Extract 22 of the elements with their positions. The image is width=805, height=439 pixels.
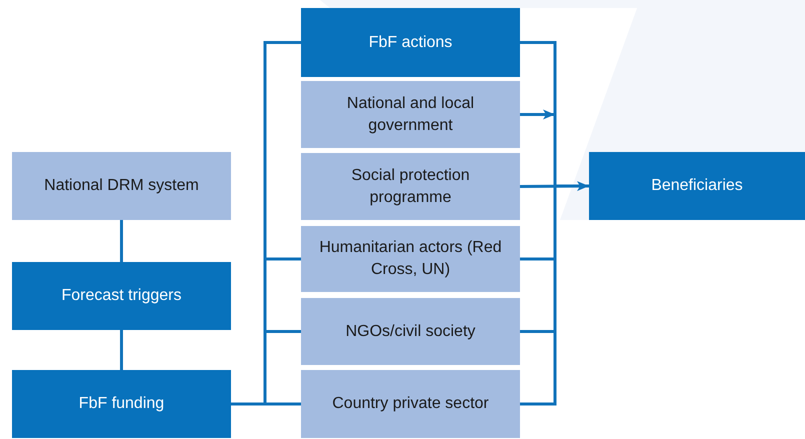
box-label: National and local government bbox=[346, 94, 476, 136]
process-box bbox=[301, 298, 520, 365]
box-label: FbF actions bbox=[368, 32, 452, 52]
process-box bbox=[12, 152, 231, 220]
box-label: Beneficiaries bbox=[651, 176, 743, 196]
process-box bbox=[301, 370, 520, 438]
dark-box bbox=[589, 152, 805, 220]
dark-box bbox=[301, 8, 520, 77]
box-label: Humanitarian actors (Red Cross, UN) bbox=[318, 238, 503, 280]
process-box bbox=[301, 153, 520, 220]
box-label: Country private sector bbox=[332, 394, 489, 414]
box-label: Social protection programme bbox=[350, 166, 471, 208]
dark-box bbox=[12, 262, 231, 330]
dark-box bbox=[12, 370, 231, 438]
process-box bbox=[301, 226, 520, 292]
box-label: NGOs/civil society bbox=[346, 322, 476, 342]
connector-line bbox=[120, 220, 123, 262]
process-box bbox=[301, 81, 520, 148]
box-label: National DRM system bbox=[44, 176, 199, 196]
box-label: FbF funding bbox=[78, 394, 164, 414]
connector-line bbox=[120, 330, 123, 370]
box-label: Forecast triggers bbox=[61, 286, 182, 306]
